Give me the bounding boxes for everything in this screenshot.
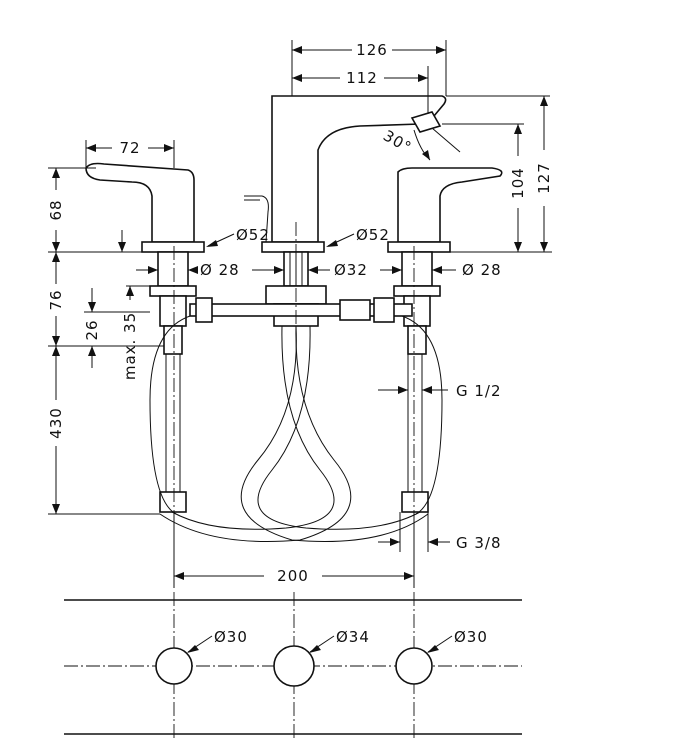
dim-counter-min: 26 [83, 319, 101, 340]
left-handle [85, 162, 205, 355]
dim-hole-right: Ø30 [454, 628, 488, 646]
dimension-labels: 126 112 72 68 30° 104 127 Ø52 Ø52 Ø 28 Ø… [47, 41, 553, 646]
dim-shank-left: Ø 28 [200, 261, 240, 279]
countertop-plan [64, 599, 522, 735]
dim-width-total: 126 [356, 41, 388, 59]
dim-spread: 200 [277, 567, 309, 585]
dim-spout-total-height: 127 [535, 162, 553, 194]
dim-width-spout: 112 [346, 69, 378, 87]
dim-thread-lower: G 3/8 [456, 534, 502, 552]
dim-hose-length: 430 [47, 407, 65, 439]
dim-escutcheon-center: Ø52 [356, 226, 390, 244]
hole-center [273, 645, 315, 687]
connector-pipe [189, 297, 413, 323]
dim-shank-right: Ø 28 [462, 261, 502, 279]
dim-thread-upper: G 1/2 [456, 382, 502, 400]
dim-spout-angle: 30° [380, 126, 415, 156]
dim-hole-center: Ø34 [336, 628, 370, 646]
hole-right [395, 647, 433, 685]
dim-counter-max: max. 35 [121, 312, 139, 380]
dim-handle-height: 68 [47, 199, 65, 220]
supply-hoses [149, 315, 443, 542]
dim-shank-center: Ø32 [334, 261, 368, 279]
center-lines [64, 222, 522, 740]
right-handle [387, 167, 503, 355]
hole-left [155, 647, 193, 685]
dim-handle-width: 72 [119, 139, 140, 157]
dim-body-height: 76 [47, 289, 65, 310]
dim-escutcheon-left: Ø52 [236, 226, 270, 244]
dim-spout-outlet-height: 104 [509, 167, 527, 199]
dim-hole-left: Ø30 [214, 628, 248, 646]
dimension-lines [48, 40, 552, 588]
